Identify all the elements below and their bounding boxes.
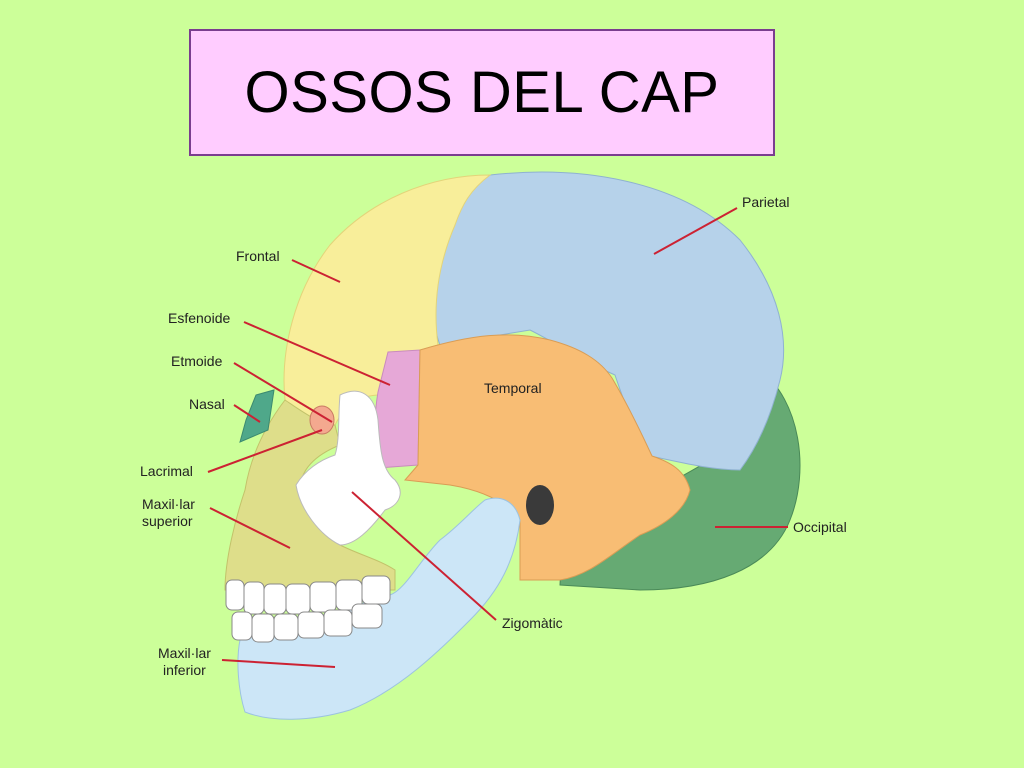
nasal-bone bbox=[239, 389, 275, 443]
label-nasal: Nasal bbox=[189, 396, 225, 412]
teeth bbox=[225, 575, 391, 643]
label-esfenoide: Esfenoide bbox=[168, 310, 230, 326]
label-maxil-inferior-1: Maxil·lar bbox=[158, 645, 211, 661]
label-temporal: Temporal bbox=[484, 380, 542, 396]
label-maxil-inferior-2: inferior bbox=[163, 662, 206, 678]
title-box: OSSOS DEL CAP bbox=[189, 29, 775, 156]
ear-canal bbox=[526, 485, 554, 525]
label-frontal: Frontal bbox=[236, 248, 280, 264]
label-lacrimal: Lacrimal bbox=[140, 463, 193, 479]
leader-lines bbox=[207, 207, 788, 668]
zigomatic-bone bbox=[295, 390, 401, 546]
page-title: OSSOS DEL CAP bbox=[244, 60, 720, 125]
label-occipital: Occipital bbox=[793, 519, 847, 535]
label-parietal: Parietal bbox=[742, 194, 789, 210]
label-zigomatic: Zigomàtic bbox=[502, 615, 563, 631]
label-maxil-superior-2: superior bbox=[142, 513, 193, 529]
label-maxil-superior-1: Maxil·lar bbox=[142, 496, 195, 512]
label-etmoide: Etmoide bbox=[171, 353, 223, 369]
